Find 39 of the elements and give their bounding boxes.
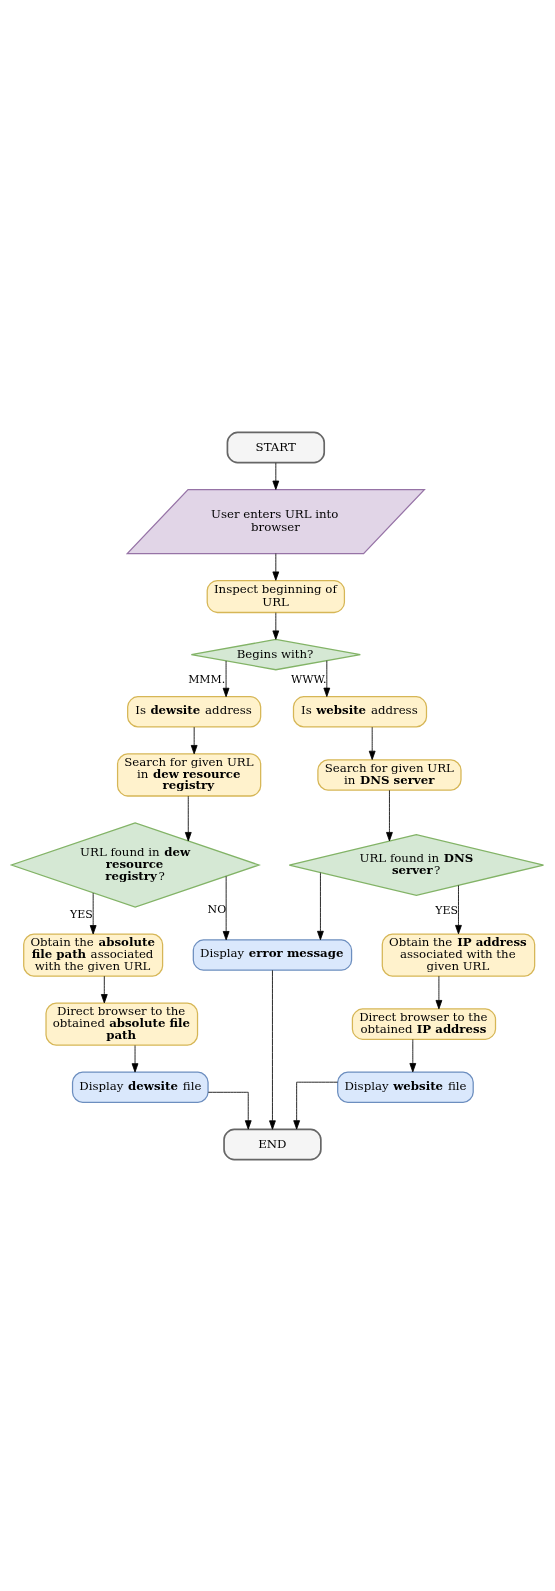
edge-label: MMM.: [188, 672, 226, 686]
edge-label: YES: [435, 903, 459, 917]
node-box: Obtain the IP address associated with the given URL: [381, 932, 536, 977]
arrow: [190, 726, 198, 754]
arrow: [184, 795, 192, 841]
arrow: [100, 975, 108, 1003]
node-diamond: Begins with?: [190, 638, 361, 670]
node-box: Display error message: [192, 938, 353, 971]
arrow: [386, 789, 393, 841]
arrow: [272, 461, 280, 490]
node-box: Display website file: [337, 1070, 474, 1103]
arrow: [435, 975, 443, 1009]
node-box: END: [223, 1128, 322, 1160]
node-box: Direct browser to the obtained absolute file path: [45, 1001, 199, 1046]
node-box: Is dewsite address: [127, 695, 262, 728]
arrow: [89, 892, 97, 934]
node-box: Direct browser to the obtained IP address: [351, 1007, 497, 1040]
node-box: START: [226, 431, 326, 463]
arrow: [222, 660, 230, 697]
arrow: [323, 659, 331, 697]
node-box: Is website address: [292, 695, 428, 728]
arrow: [455, 884, 462, 934]
node-box: Inspect beginning of URL: [206, 579, 346, 613]
arrow: [272, 611, 280, 640]
arrow: [368, 726, 376, 760]
arrow: [409, 1038, 417, 1072]
arrow: [207, 1091, 252, 1129]
node-box: Display dewsite file: [71, 1070, 209, 1103]
arrow: [272, 552, 280, 581]
arrow: [317, 871, 324, 940]
edge-label: YES: [70, 907, 93, 921]
edge-label: WWW.: [291, 672, 327, 686]
node-box: Obtain the absolute file path associated with the given URL: [23, 932, 164, 977]
arrow: [131, 1044, 139, 1072]
node-box: Search for given URL in DNS server: [317, 758, 462, 791]
node-box: Search for given URL in dew resource registry: [116, 752, 262, 797]
arrow: [269, 969, 276, 1130]
arrow: [222, 875, 230, 940]
arrow: [293, 1081, 338, 1129]
